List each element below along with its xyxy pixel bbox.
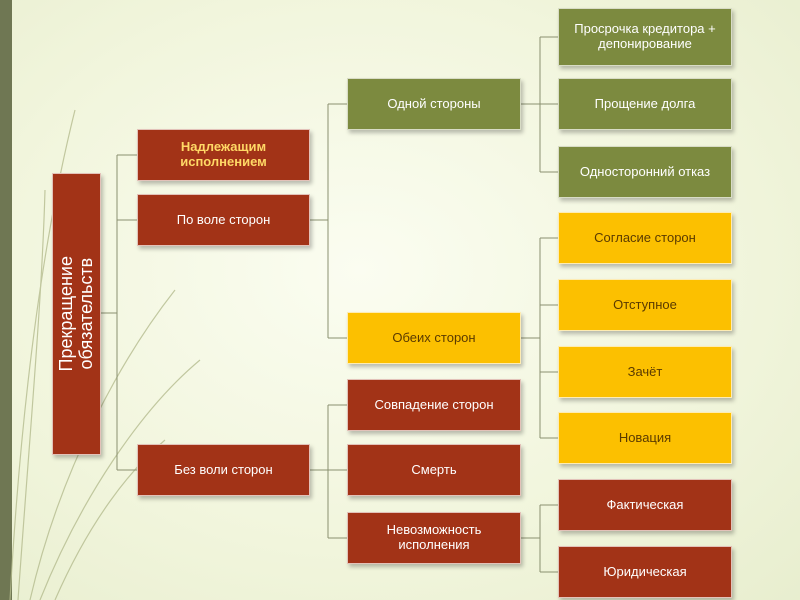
node-debt-forgiveness: Прощение долга [558,78,732,130]
node-impossibility-label: Невозможность исполнения [386,522,482,552]
node-root-termination-of-obligations: Прекращение обязательств [52,173,101,455]
node-legal-label: Юридическая [603,563,687,579]
node-debt-forgiveness-label: Прощение долга [594,95,696,111]
node-factual-impossibility: Фактическая [558,479,732,531]
node-one-side: Одной стороны [347,78,521,130]
node-death: Смерть [347,444,521,496]
node-novation: Новация [558,412,732,464]
node-both-sides-label: Обеих сторон [392,329,476,345]
node-agreement-of-parties: Согласие сторон [558,212,732,264]
node-proper-performance-label: Надлежащим исполнением [180,139,267,169]
node-death-label: Смерть [411,461,457,477]
node-impossibility-of-performance: Невозможность исполнения [347,512,521,564]
node-creditor-delay-label: Просрочка кредитора + депонирование [574,21,716,51]
node-by-will-label: По воле сторон [176,211,271,227]
left-accent-stripe [0,0,12,600]
node-factual-label: Фактическая [606,496,684,512]
node-without-will-of-parties: Без воли сторон [137,444,310,496]
node-both-sides: Обеих сторон [347,312,521,364]
node-legal-impossibility: Юридическая [558,546,732,598]
node-unilateral-refusal-label: Односторонний отказ [579,163,711,179]
node-root-label: Прекращение обязательств [55,256,96,372]
node-unilateral-refusal: Односторонний отказ [558,146,732,198]
node-setoff-label: Зачёт [627,363,663,379]
node-compensation-label: Отступное [613,296,677,312]
node-proper-performance: Надлежащим исполнением [137,129,310,181]
node-compensation: Отступное [558,279,732,331]
node-one-side-label: Одной стороны [387,95,481,111]
node-coincidence-label: Совпадение сторон [374,396,494,412]
node-creditor-delay-deposit: Просрочка кредитора + депонирование [558,8,732,66]
node-setoff: Зачёт [558,346,732,398]
node-without-will-label: Без воли сторон [174,461,273,477]
node-coincidence-of-parties: Совпадение сторон [347,379,521,431]
node-by-will-of-parties: По воле сторон [137,194,310,246]
node-agreement-label: Согласие сторон [594,229,696,245]
node-novation-label: Новация [618,429,672,445]
